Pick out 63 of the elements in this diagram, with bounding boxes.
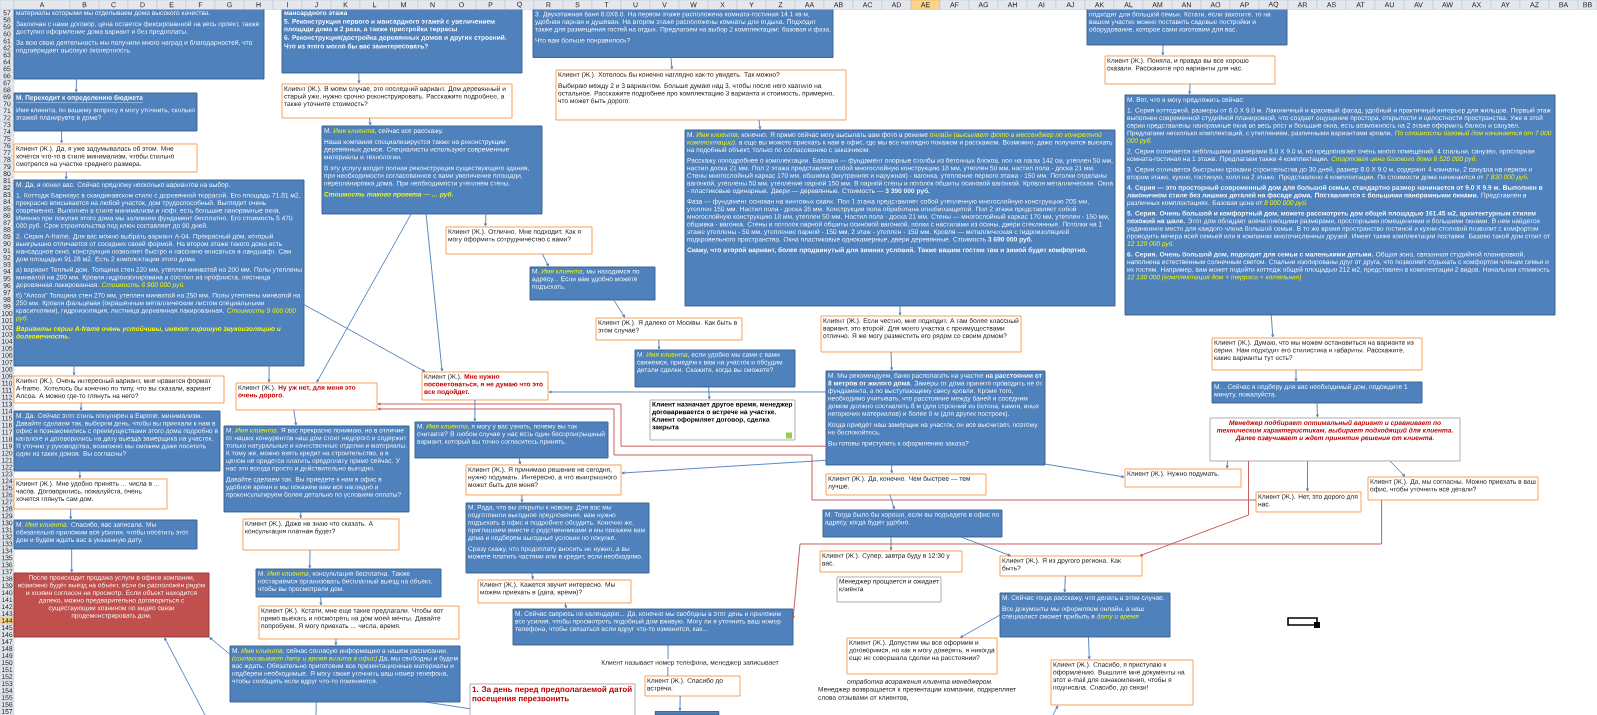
- arrow: [1139, 460, 1249, 557]
- arrow: [960, 536, 1011, 557]
- arrow: [78, 470, 82, 479]
- arrow: [621, 459, 827, 475]
- arrow: [60, 130, 63, 144]
- arrow: [707, 386, 711, 400]
- note-box: 1. За день перед предполагаемой датой посещения перезвонить: [469, 683, 636, 715]
- arrow: [531, 572, 534, 580]
- arrow: [1188, 83, 1192, 95]
- arrow: [425, 213, 444, 372]
- arrow: [791, 499, 1383, 619]
- arrow: [758, 119, 762, 130]
- arrow: [64, 171, 68, 180]
- arrow: [1225, 460, 1229, 469]
- arrow: [518, 457, 522, 465]
- process-box: [654, 711, 720, 715]
- arrow: [209, 637, 231, 655]
- arrow: [548, 390, 827, 394]
- arrow: [79, 402, 83, 411]
- arrow: [267, 365, 271, 383]
- arrow: [303, 304, 426, 372]
- arrow: [613, 299, 626, 318]
- arrow: [308, 549, 312, 569]
- arrow: [368, 117, 372, 126]
- arrow: [69, 508, 73, 520]
- arrow: [1044, 463, 1125, 478]
- arrow: [1161, 44, 1165, 56]
- arrow: [890, 351, 893, 371]
- arrow: [541, 253, 549, 267]
- arrow: [377, 407, 1257, 501]
- arrow: [960, 614, 1001, 638]
- arrow: [72, 365, 76, 376]
- arrow: [1294, 369, 1298, 382]
- arrow: [1052, 705, 1059, 715]
- arrow: [484, 213, 487, 227]
- arrow: [334, 638, 338, 646]
- arrow: [74, 78, 78, 93]
- arrow: [70, 548, 74, 573]
- arrow: [520, 494, 524, 503]
- arrow: [164, 637, 206, 715]
- arrow: [564, 602, 568, 609]
- arrow: [678, 695, 682, 711]
- arrow: [377, 402, 827, 447]
- connector-line: [425, 701, 471, 710]
- arrow: [299, 511, 303, 519]
- arrow: [889, 494, 895, 510]
- arrow: [670, 57, 674, 70]
- arrow: [293, 409, 298, 426]
- arrow: [319, 596, 323, 606]
- arrow: [473, 399, 477, 422]
- arrow: [898, 305, 902, 316]
- arrow: [657, 339, 661, 350]
- arrow: [889, 536, 893, 551]
- arrow: [890, 464, 894, 474]
- arrow: [357, 72, 361, 84]
- connector-line: [315, 701, 317, 715]
- arrow: [1306, 460, 1309, 492]
- arrow: [1316, 402, 1319, 418]
- arrow: [1270, 314, 1275, 338]
- arrow: [1389, 460, 1406, 477]
- arrow: [1087, 636, 1091, 660]
- arrow: [1063, 575, 1067, 593]
- arrow: [316, 213, 412, 383]
